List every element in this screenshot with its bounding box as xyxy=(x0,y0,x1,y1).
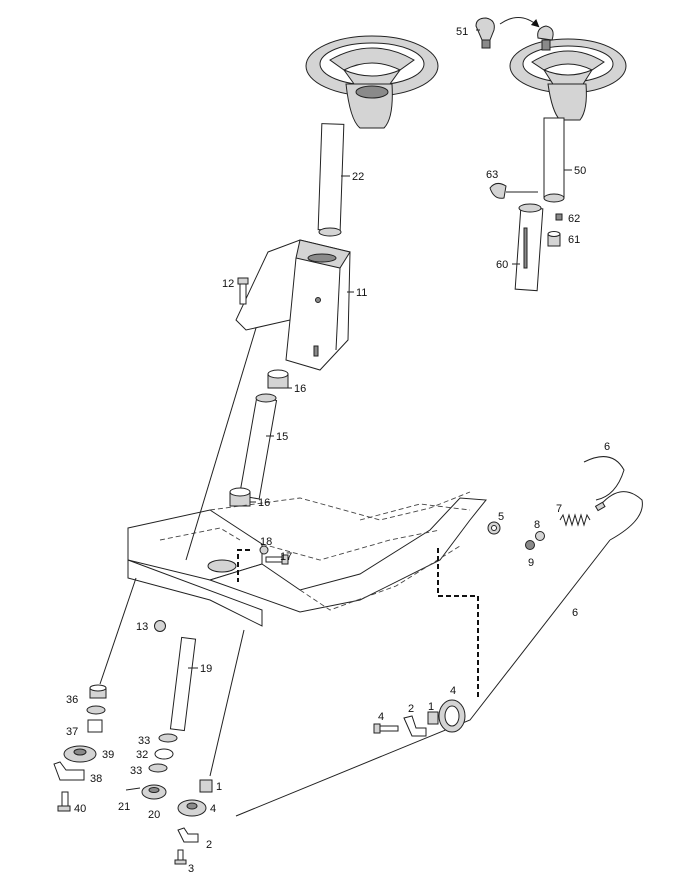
label-1-lower: 1 xyxy=(216,781,222,793)
label-60: 60 xyxy=(496,259,508,271)
label-19: 19 xyxy=(200,663,212,675)
washer-37 xyxy=(86,705,106,733)
label-2-lower: 2 xyxy=(206,839,212,851)
chassis-frame xyxy=(127,491,487,627)
label-ticks xyxy=(188,29,572,669)
bushing-36 xyxy=(89,684,107,699)
steering-wheel-alt xyxy=(509,25,627,121)
dashed-chain-left xyxy=(237,549,250,582)
label-12: 12 xyxy=(222,278,234,290)
handle-63 xyxy=(489,182,538,199)
dashed-chain-right xyxy=(437,548,479,700)
label-17: 17 xyxy=(280,551,292,563)
screw-62 xyxy=(555,213,563,221)
label-9: 9 xyxy=(528,557,534,569)
bushing-61 xyxy=(547,231,561,247)
label-4-lower: 3 xyxy=(188,863,194,875)
label-40: 40 xyxy=(74,803,86,815)
tube-15 xyxy=(238,393,278,500)
label-6-upper: 6 xyxy=(604,441,610,453)
label-50: 50 xyxy=(574,165,586,177)
part-labels: 22 51 50 63 62 61 60 12 11 16 15 6 16 7 … xyxy=(66,26,610,875)
label-15: 15 xyxy=(276,431,288,443)
label-32: 32 xyxy=(136,749,148,761)
label-61: 61 xyxy=(568,234,580,246)
shaft-19 xyxy=(169,636,197,732)
cable-6 xyxy=(235,456,643,817)
label-20: 20 xyxy=(148,809,160,821)
steering-wheel-main xyxy=(305,35,439,129)
washer-33-lower xyxy=(148,763,168,773)
label-63: 63 xyxy=(486,169,498,181)
label-7: 7 xyxy=(556,503,562,515)
label-36: 36 xyxy=(66,694,78,706)
label-62: 62 xyxy=(568,213,580,225)
label-3-lower: 4 xyxy=(210,803,216,815)
label-3-upper: 4 xyxy=(450,685,456,697)
bushing-16-lower xyxy=(229,487,251,507)
label-13: 13 xyxy=(136,621,148,633)
steering-shaft-22 xyxy=(317,123,345,237)
washer-8 xyxy=(535,531,545,541)
bushing-32 xyxy=(154,748,174,760)
label-8: 8 xyxy=(534,519,540,531)
bolt-4-lower xyxy=(174,849,187,865)
pulley-39 xyxy=(63,745,97,763)
bolt-4-upper xyxy=(373,723,399,734)
pin-21 xyxy=(125,787,141,791)
pulley-3-lower xyxy=(177,799,207,817)
bracket-38 xyxy=(53,761,85,781)
gear-20 xyxy=(141,784,167,800)
label-18: 18 xyxy=(260,536,272,548)
bolt-17 xyxy=(265,554,289,565)
bolt-12 xyxy=(237,277,249,305)
washer-18 xyxy=(259,545,269,555)
label-1-upper: 1 xyxy=(428,701,434,713)
bracket-2-lower xyxy=(177,827,199,843)
tube-60 xyxy=(514,203,544,292)
label-5: 5 xyxy=(498,511,504,523)
bolt-40 xyxy=(57,791,71,812)
leader-lines xyxy=(99,327,257,777)
label-39: 39 xyxy=(102,749,114,761)
label-38: 38 xyxy=(90,773,102,785)
label-37: 37 xyxy=(66,726,78,738)
bushing-16-upper xyxy=(267,369,289,389)
nut-13 xyxy=(154,620,166,632)
bushing-1-upper xyxy=(427,711,439,725)
column-housing-11 xyxy=(235,239,351,371)
bushing-1-lower xyxy=(199,779,213,793)
label-6-lower: 6 xyxy=(572,607,578,619)
label-16-lower: 16 xyxy=(258,497,270,509)
label-2-upper: 2 xyxy=(408,703,414,715)
label-4-upper: 4 xyxy=(378,711,384,723)
pulley-3-upper xyxy=(438,699,466,733)
steering-shaft-50 xyxy=(543,117,565,203)
label-51: 51 xyxy=(456,26,468,38)
label-33-upper: 33 xyxy=(138,735,150,747)
label-33-lower: 33 xyxy=(130,765,142,777)
washer-33-upper xyxy=(158,733,178,743)
label-21: 21 xyxy=(118,801,130,813)
label-11: 11 xyxy=(356,287,367,299)
spring-7 xyxy=(559,513,591,527)
label-22: 22 xyxy=(352,171,364,183)
nut-9 xyxy=(525,540,535,550)
bracket-2-upper xyxy=(403,715,427,737)
label-16-upper: 16 xyxy=(294,383,306,395)
knob-51 xyxy=(475,17,540,49)
nut-5 xyxy=(487,521,501,535)
